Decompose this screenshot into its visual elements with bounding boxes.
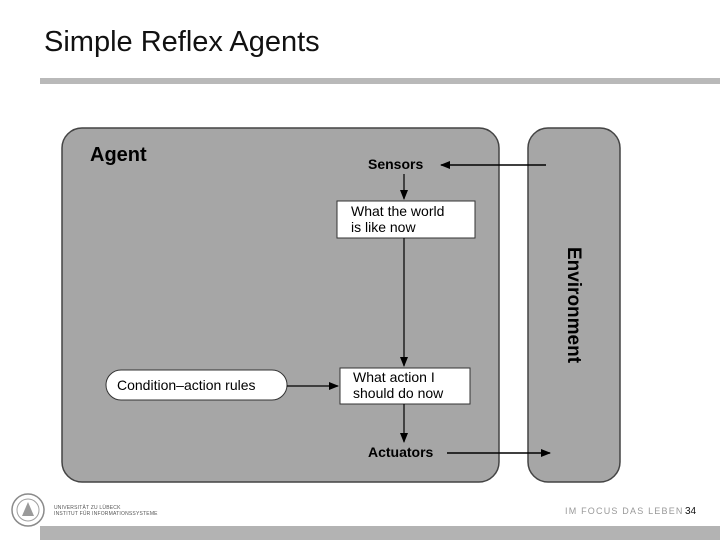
agent-label: Agent <box>90 144 147 166</box>
university-line2: INSTITUT FÜR INFORMATIONSSYSTEME <box>54 511 158 517</box>
world-state-line1: What the world <box>351 203 444 219</box>
footer-slogan: IM FOCUS DAS LEBEN <box>565 506 684 516</box>
environment-label: Environment <box>563 247 584 364</box>
title-divider <box>40 78 720 84</box>
environment-panel <box>527 127 621 483</box>
slide-title: Simple Reflex Agents <box>44 26 320 58</box>
university-name: UNIVERSITÄT ZU LÜBECK INSTITUT FÜR INFOR… <box>54 505 158 517</box>
agent-panel <box>61 127 500 483</box>
page-number: 34 <box>685 506 697 517</box>
university-line1: UNIVERSITÄT ZU LÜBECK <box>54 505 121 511</box>
actuators-label: Actuators <box>368 444 434 460</box>
bottom-bar <box>40 526 720 540</box>
action-box <box>339 367 471 405</box>
university-seal-icon <box>10 492 46 528</box>
action-box-line2: should do now <box>353 385 444 401</box>
condition-action-rules-label: Condition–action rules <box>117 377 256 393</box>
condition-action-rules-box <box>105 369 288 401</box>
world-state-box <box>336 200 476 239</box>
sensors-label: Sensors <box>368 156 423 172</box>
world-state-line2: is like now <box>351 219 416 235</box>
action-box-line1: What action I <box>353 369 435 385</box>
